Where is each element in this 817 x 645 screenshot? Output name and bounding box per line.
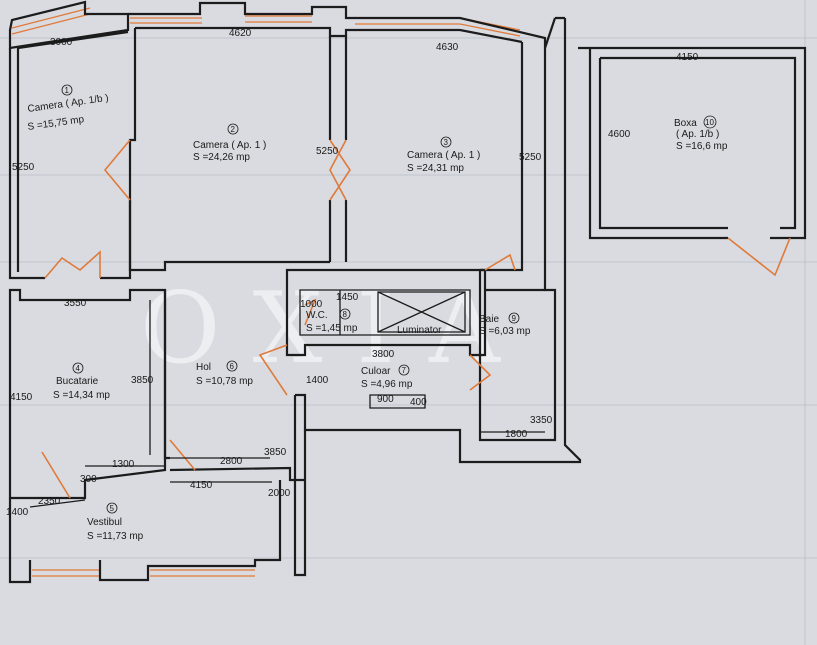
svg-text:S =1,45 mp: S =1,45 mp	[306, 323, 358, 334]
room-6-label: Hol 6 S =10,78 mp	[196, 360, 253, 387]
svg-text:S =6,03 mp: S =6,03 mp	[479, 326, 531, 337]
svg-text:5250: 5250	[12, 162, 35, 173]
svg-text:Camera ( Ap. 1/b ): Camera ( Ap. 1/b )	[27, 93, 109, 115]
svg-text:S =16,6 mp: S =16,6 mp	[676, 141, 728, 152]
room-5-label: 5 Vestibul S =11,73 mp	[87, 502, 144, 542]
svg-text:W.C.: W.C.	[306, 310, 328, 321]
svg-text:400: 400	[410, 397, 427, 408]
svg-text:900: 900	[377, 394, 394, 405]
svg-text:( Ap. 1/b ): ( Ap. 1/b )	[676, 129, 719, 140]
svg-text:7: 7	[402, 366, 407, 375]
svg-text:Bucatarie: Bucatarie	[56, 376, 99, 387]
svg-text:8: 8	[343, 310, 348, 319]
svg-text:5: 5	[110, 504, 115, 513]
svg-text:Camera ( Ap. 1 ): Camera ( Ap. 1 )	[193, 140, 266, 151]
room-2-label: 2 Camera ( Ap. 1 ) S =24,26 mp	[193, 123, 266, 163]
svg-text:1: 1	[65, 86, 70, 95]
svg-text:4150: 4150	[190, 480, 213, 491]
svg-text:300: 300	[80, 474, 97, 485]
svg-text:S =14,34 mp: S =14,34 mp	[53, 390, 110, 401]
svg-text:5250: 5250	[519, 152, 542, 163]
svg-text:1450: 1450	[336, 292, 359, 303]
watermark: OXIA	[140, 272, 534, 386]
room-10-label: Boxa 10 ( Ap. 1/b ) S =16,6 mp	[674, 115, 728, 152]
svg-text:Camera ( Ap. 1 ): Camera ( Ap. 1 )	[407, 150, 480, 161]
svg-text:Baie: Baie	[479, 314, 499, 325]
svg-text:9: 9	[512, 314, 517, 323]
svg-text:S =4,96 mp: S =4,96 mp	[361, 379, 413, 390]
room-8-label: W.C. 8 S =1,45 mp	[306, 308, 358, 334]
svg-text:3800: 3800	[372, 349, 395, 360]
svg-text:Vestibul: Vestibul	[87, 517, 122, 528]
svg-text:4: 4	[76, 364, 81, 373]
svg-text:2350: 2350	[38, 496, 61, 507]
dimension-lines	[29, 300, 545, 508]
svg-text:Boxa: Boxa	[674, 118, 697, 129]
svg-text:1400: 1400	[6, 507, 29, 518]
svg-text:S =10,78 mp: S =10,78 mp	[196, 376, 253, 387]
svg-text:2: 2	[231, 125, 236, 134]
luminator-label: Luminator	[397, 325, 442, 336]
svg-text:3850: 3850	[131, 375, 154, 386]
walls	[8, 0, 807, 584]
svg-text:4630: 4630	[436, 42, 459, 53]
svg-text:S =24,26 mp: S =24,26 mp	[193, 152, 250, 163]
svg-text:Culoar: Culoar	[361, 366, 391, 377]
svg-text:4150: 4150	[676, 52, 699, 63]
room-1-label: 1 Camera ( Ap. 1/b ) S =15,75 mp	[27, 84, 109, 133]
svg-text:4150: 4150	[10, 392, 33, 403]
dimension-labels: 3000 4620 4630 4150 4600 5250 5250 5250 …	[6, 28, 699, 518]
svg-text:10: 10	[705, 118, 714, 127]
svg-text:S =15,75 mp: S =15,75 mp	[27, 114, 85, 133]
svg-text:5250: 5250	[316, 146, 339, 157]
svg-text:1400: 1400	[306, 375, 329, 386]
doors	[41, 139, 791, 499]
svg-text:3000: 3000	[50, 37, 73, 48]
svg-text:3350: 3350	[530, 415, 553, 426]
svg-text:3550: 3550	[64, 298, 87, 309]
svg-text:3: 3	[444, 138, 449, 147]
svg-text:S =24,31 mp: S =24,31 mp	[407, 163, 464, 174]
svg-text:4620: 4620	[229, 28, 252, 39]
svg-text:6: 6	[230, 362, 235, 371]
svg-text:1000: 1000	[300, 299, 323, 310]
svg-text:Hol: Hol	[196, 362, 211, 373]
svg-text:3850: 3850	[264, 447, 287, 458]
room-9-label: Baie 9 S =6,03 mp	[479, 312, 531, 337]
svg-text:2800: 2800	[220, 456, 243, 467]
room-4-label: 4 Bucatarie S =14,34 mp	[53, 362, 110, 401]
svg-text:1800: 1800	[505, 429, 528, 440]
svg-text:4600: 4600	[608, 129, 631, 140]
svg-text:S =11,73 mp: S =11,73 mp	[87, 531, 144, 542]
room-3-label: 3 Camera ( Ap. 1 ) S =24,31 mp	[407, 136, 480, 174]
room-7-label: Culoar 7 S =4,96 mp	[361, 364, 413, 390]
svg-text:1300: 1300	[112, 459, 135, 470]
svg-text:2000: 2000	[268, 488, 291, 499]
